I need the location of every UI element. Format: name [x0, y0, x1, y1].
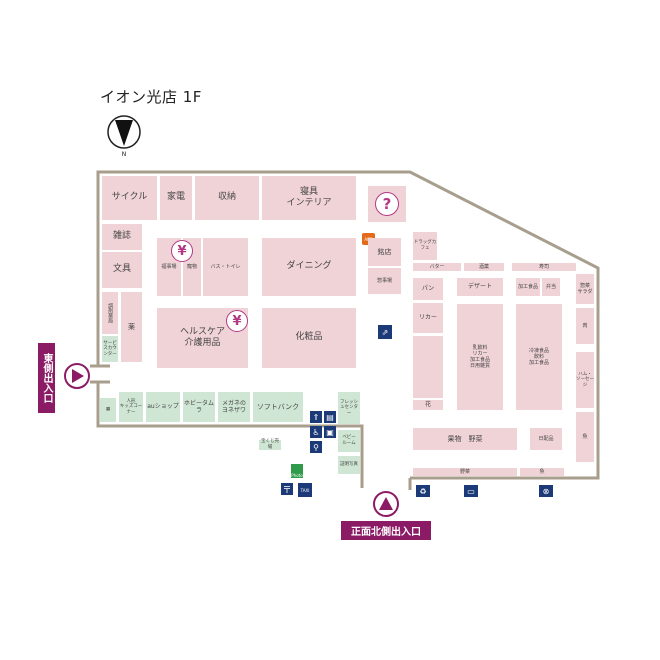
- elevator-icon[interactable]: ▤: [324, 411, 336, 423]
- room-softbank[interactable]: ソフトバンク: [253, 392, 303, 422]
- room-magazines[interactable]: 雑誌: [102, 224, 142, 250]
- post-icon[interactable]: 〒: [281, 483, 293, 496]
- room-kiosk[interactable]: 宝くじ売場: [259, 439, 281, 450]
- room-storage[interactable]: 収納: [195, 176, 259, 220]
- stairs-icon[interactable]: ⇑: [310, 411, 322, 423]
- room-glasses[interactable]: メガネの ヨネザワ: [218, 392, 250, 422]
- bicycle-icon[interactable]: ⊗: [539, 485, 553, 497]
- room-bento[interactable]: 弁当: [542, 278, 560, 296]
- room-bath[interactable]: バス・トイレ: [203, 238, 248, 296]
- atm-yen-icon[interactable]: ¥: [171, 240, 193, 262]
- nursing-room-icon[interactable]: ▣: [324, 426, 336, 438]
- room-sake-goods[interactable]: 酒菓: [464, 263, 504, 271]
- room-sushi[interactable]: 寿司: [512, 263, 576, 271]
- room-cycle[interactable]: サイクル: [102, 176, 157, 220]
- atm-yen-icon[interactable]: ¥: [226, 310, 248, 332]
- room-liquor[interactable]: リカー: [413, 303, 443, 333]
- north-arrow-icon: N: [107, 115, 141, 158]
- elevator-icon: ▦: [105, 407, 111, 413]
- wheelchair-icon[interactable]: ♿: [310, 426, 322, 438]
- room-fish[interactable]: 魚: [576, 412, 594, 462]
- room-appliances[interactable]: 家電: [160, 176, 192, 220]
- north-entrance-arrow[interactable]: [373, 491, 399, 517]
- north-label: N: [122, 151, 127, 158]
- room-kids[interactable]: 人形 キッズコーナー: [119, 392, 143, 422]
- room-meat[interactable]: 肉: [576, 308, 594, 344]
- room-photo-booth[interactable]: 証明写真: [338, 456, 360, 474]
- room-pharmacy[interactable]: 薬: [121, 292, 142, 362]
- room-stationery[interactable]: 文具: [102, 252, 142, 288]
- room-fish-2[interactable]: 魚: [520, 468, 564, 476]
- room-deli[interactable]: 惣菜 サラダ: [576, 274, 594, 304]
- room-cosmetics[interactable]: 化粧品: [262, 308, 356, 368]
- room-health[interactable]: ヘルスケア 介護用品: [157, 308, 248, 368]
- arrow-up-icon: [379, 497, 393, 510]
- room-drinks[interactable]: 乳飲料 リカー 加工食品 日用雑貨: [457, 304, 503, 410]
- info-icon[interactable]: ?: [375, 192, 399, 216]
- room-bread[interactable]: パン: [413, 278, 443, 300]
- room-butter[interactable]: バター: [413, 263, 461, 271]
- room-processed[interactable]: 加工食品: [516, 278, 540, 296]
- restroom-icon[interactable]: ⚲: [310, 441, 322, 453]
- room-clinic[interactable]: ベビー ルーム: [338, 430, 360, 452]
- room-ham[interactable]: ハム・ ソーセージ: [576, 352, 594, 408]
- escalator-icon[interactable]: ⇗: [378, 325, 392, 339]
- room-vegetables[interactable]: 野菜: [413, 468, 517, 476]
- arrow-right-icon: [72, 369, 84, 383]
- room-liquor-store[interactable]: 銘店: [368, 238, 401, 266]
- room-dining[interactable]: ダイニング: [262, 238, 356, 296]
- room-bedding[interactable]: 寝具 インテリア: [262, 176, 356, 220]
- taxi-icon[interactable]: TAXI: [298, 483, 312, 497]
- room-drug-cafe[interactable]: ドラッグカフェ: [413, 232, 437, 260]
- room-atm-wall: [413, 336, 443, 398]
- room-frozen[interactable]: 冷凍食品 飲料 加工食品: [516, 304, 562, 410]
- room-daily[interactable]: 日配品: [530, 428, 562, 450]
- room-fruit[interactable]: 果物 野菜: [413, 428, 517, 450]
- room-hobby[interactable]: ホビータムラ: [183, 392, 215, 422]
- north-entrance-label: 正面北側出入口: [341, 521, 431, 540]
- page-title: イオン光店 1F: [100, 88, 202, 106]
- bus-icon[interactable]: ▭: [464, 485, 478, 497]
- room-seasoning[interactable]: 調剤薬局: [102, 292, 118, 334]
- room-au[interactable]: auショップ: [146, 392, 180, 422]
- east-entrance-arrow[interactable]: [64, 363, 90, 389]
- room-dessert[interactable]: デザート: [457, 278, 503, 296]
- info-area: ?: [368, 186, 406, 222]
- room-service[interactable]: サービスカウンター: [102, 336, 118, 362]
- room-fresh[interactable]: フレッシュセンター: [338, 392, 360, 424]
- recycle-icon[interactable]: ♻: [416, 485, 430, 497]
- east-entrance-label: 東側出入口: [38, 343, 55, 413]
- room-catering[interactable]: 惣事場: [368, 268, 401, 294]
- photo-icon[interactable]: Photo: [291, 464, 303, 478]
- room-flowers[interactable]: 花: [413, 400, 443, 410]
- room-green-1: ▦: [100, 398, 116, 422]
